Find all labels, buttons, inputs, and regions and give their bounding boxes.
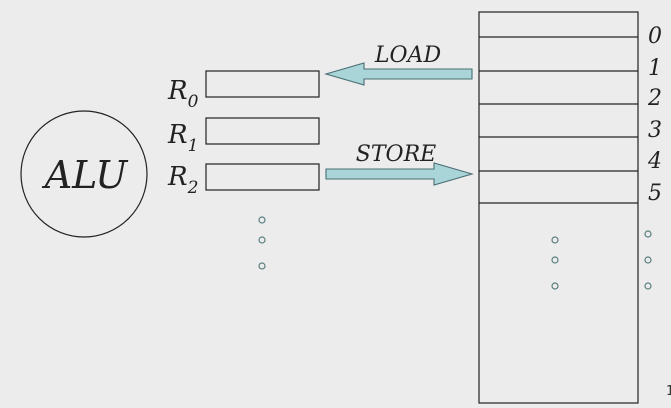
register-r0: R0 [167, 70, 320, 112]
ellipsis-dot [644, 230, 652, 238]
ellipsis-dot [644, 282, 652, 290]
ellipsis-dot [258, 216, 266, 224]
register-box [205, 117, 320, 145]
memory-outline [478, 11, 639, 404]
memory-column [478, 11, 639, 404]
address-label: 2 [647, 86, 662, 111]
address-label: 1 [648, 56, 662, 81]
address-label: 0 [648, 24, 662, 49]
store-label: STORE [356, 142, 436, 167]
register-box [205, 163, 320, 191]
alu-unit: ALU [20, 110, 148, 238]
load-label: LOAD [374, 43, 442, 68]
ellipsis-dot [258, 262, 266, 270]
alu-label: ALU [42, 153, 130, 197]
ellipsis-dot [644, 256, 652, 264]
page-number: 1 [666, 384, 671, 399]
register-r2: R2 [167, 162, 320, 198]
ellipsis-dot [551, 256, 559, 264]
load-arrow: LOAD [324, 43, 473, 86]
address-label: 4 [647, 149, 662, 174]
load-arrow-shape [324, 62, 473, 86]
ellipsis-dot [258, 236, 266, 244]
register-ellipsis [258, 216, 266, 270]
store-arrow: STORE [325, 142, 474, 186]
register-box [205, 70, 320, 98]
register-label: R2 [167, 162, 198, 198]
alu-circle [20, 110, 148, 238]
register-label: R1 [167, 120, 198, 156]
store-arrow-shape [325, 162, 474, 186]
ellipsis-dot [551, 236, 559, 244]
ellipsis-dot [551, 282, 559, 290]
register-r1: R1 [167, 117, 320, 156]
address-label: 5 [648, 181, 662, 206]
address-label: 3 [648, 118, 662, 143]
register-label: R0 [167, 76, 199, 112]
memory-addresses: 0 1 2 3 4 5 [644, 24, 662, 290]
